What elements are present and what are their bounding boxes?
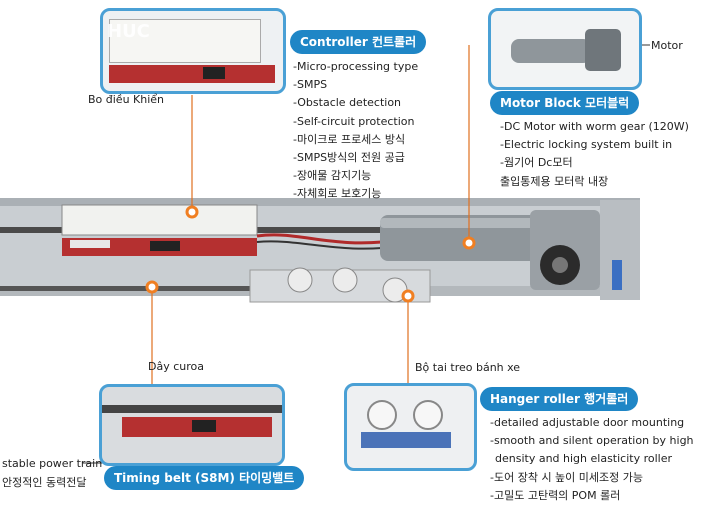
timing-belt-lower bbox=[0, 286, 420, 291]
list-item: 출입통제용 모터락 내장 bbox=[500, 174, 609, 188]
list-item: -detailed adjustable door mounting bbox=[490, 416, 685, 429]
motor-label: Motor bbox=[651, 39, 683, 52]
list-item: -고밀도 고탄력의 POM 롤러 bbox=[490, 488, 621, 502]
motor-title: Motor Block 모터블럭 bbox=[490, 91, 640, 115]
belt-inset bbox=[99, 384, 285, 466]
list-item: -웜기어 Dc모터 bbox=[500, 156, 573, 170]
list-item: -Micro-processing type bbox=[293, 60, 419, 73]
hanger-feature-list: -detailed adjustable door mounting -smoo… bbox=[490, 414, 694, 505]
hanger-inset bbox=[344, 383, 477, 471]
watermark: HUC bbox=[107, 21, 150, 42]
belt-desc-ko: 안정적인 동력전달 bbox=[2, 476, 87, 489]
controller-marker bbox=[185, 205, 199, 219]
motor-marker bbox=[462, 236, 476, 250]
controller-board bbox=[61, 204, 258, 236]
list-item: -도어 장착 시 높이 미세조정 가능 bbox=[490, 470, 644, 484]
list-item: -Self-circuit protection bbox=[293, 114, 415, 128]
list-item: -Obstacle detection bbox=[293, 96, 402, 110]
controller-title: Controller 컨트롤러 bbox=[290, 30, 427, 54]
list-item: -smooth and silent operation by high bbox=[490, 434, 694, 448]
hanger-title: Hanger roller 행거롤러 bbox=[480, 387, 639, 411]
belt-marker bbox=[145, 280, 159, 294]
motor-feature-list: -DC Motor with worm gear (120W) -Electri… bbox=[500, 118, 689, 191]
controller-caption: Bo điều Khiển bbox=[88, 93, 165, 106]
belt-desc-en: stable power train bbox=[2, 457, 103, 470]
list-item: -DC Motor with worm gear (120W) bbox=[500, 120, 689, 133]
hanger-marker bbox=[401, 289, 415, 303]
motor-inset bbox=[488, 8, 642, 90]
belt-title: Timing belt (S8M) 타이밍밸트 bbox=[104, 466, 305, 490]
list-item: -SMPS방식의 전원 공급 bbox=[293, 151, 405, 165]
list-item: -SMPS bbox=[293, 78, 328, 92]
controller-feature-list: -Micro-processing type -SMPS -Obstacle d… bbox=[293, 58, 418, 204]
hanger-caption: Bộ tai treo bánh xe bbox=[415, 361, 521, 374]
list-item: -자체회로 보호기능 bbox=[293, 187, 382, 201]
list-item: density and high elasticity roller bbox=[495, 452, 672, 466]
belt-caption: Dây curoa bbox=[148, 360, 204, 373]
list-item: -Electric locking system built in bbox=[500, 138, 673, 152]
list-item: -마이크로 프로세스 방식 bbox=[293, 132, 406, 146]
list-item: -장애물 감지기능 bbox=[293, 169, 372, 183]
controller-inset: HUC bbox=[100, 8, 286, 94]
